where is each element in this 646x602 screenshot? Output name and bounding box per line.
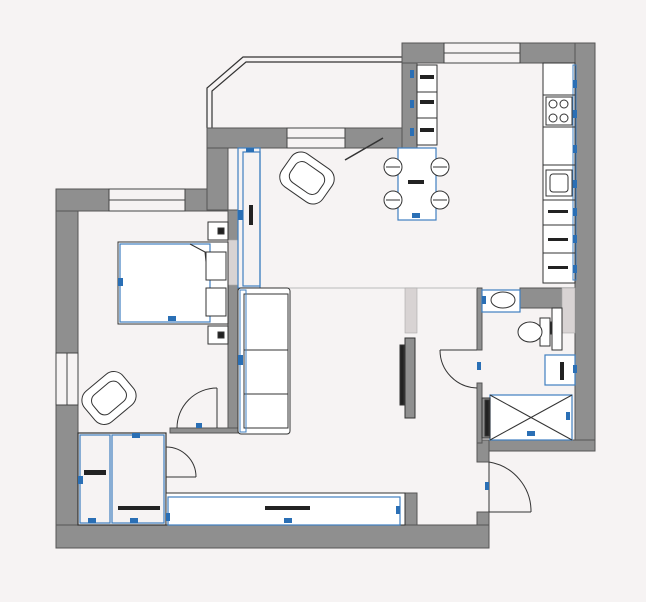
shower-tray (481, 394, 573, 441)
toilet (517, 317, 551, 347)
hallway-wardrobe (165, 492, 406, 526)
dining-chairs (383, 157, 450, 210)
wardrobe-living (237, 147, 261, 289)
hatched-strips (227, 239, 576, 334)
kitchen-sink (545, 169, 573, 197)
armchair-bedroom (81, 371, 137, 425)
armchair-living (279, 151, 335, 205)
bedroom-door (176, 387, 218, 429)
dining-table (397, 147, 437, 221)
bathroom-door (439, 349, 481, 389)
double-bed (117, 221, 229, 345)
entrance-door (485, 461, 532, 513)
stove (545, 96, 573, 126)
wardrobe-bedroom (77, 432, 197, 526)
tv-stand (399, 337, 416, 419)
kitchen-markers (573, 80, 577, 273)
balcony (206, 56, 402, 128)
sofa (237, 287, 291, 435)
bathroom-area (481, 289, 521, 313)
washing-machine (544, 354, 577, 386)
kitchen-upper-cabinets (410, 64, 438, 146)
walls (55, 42, 596, 549)
windows (55, 42, 521, 406)
